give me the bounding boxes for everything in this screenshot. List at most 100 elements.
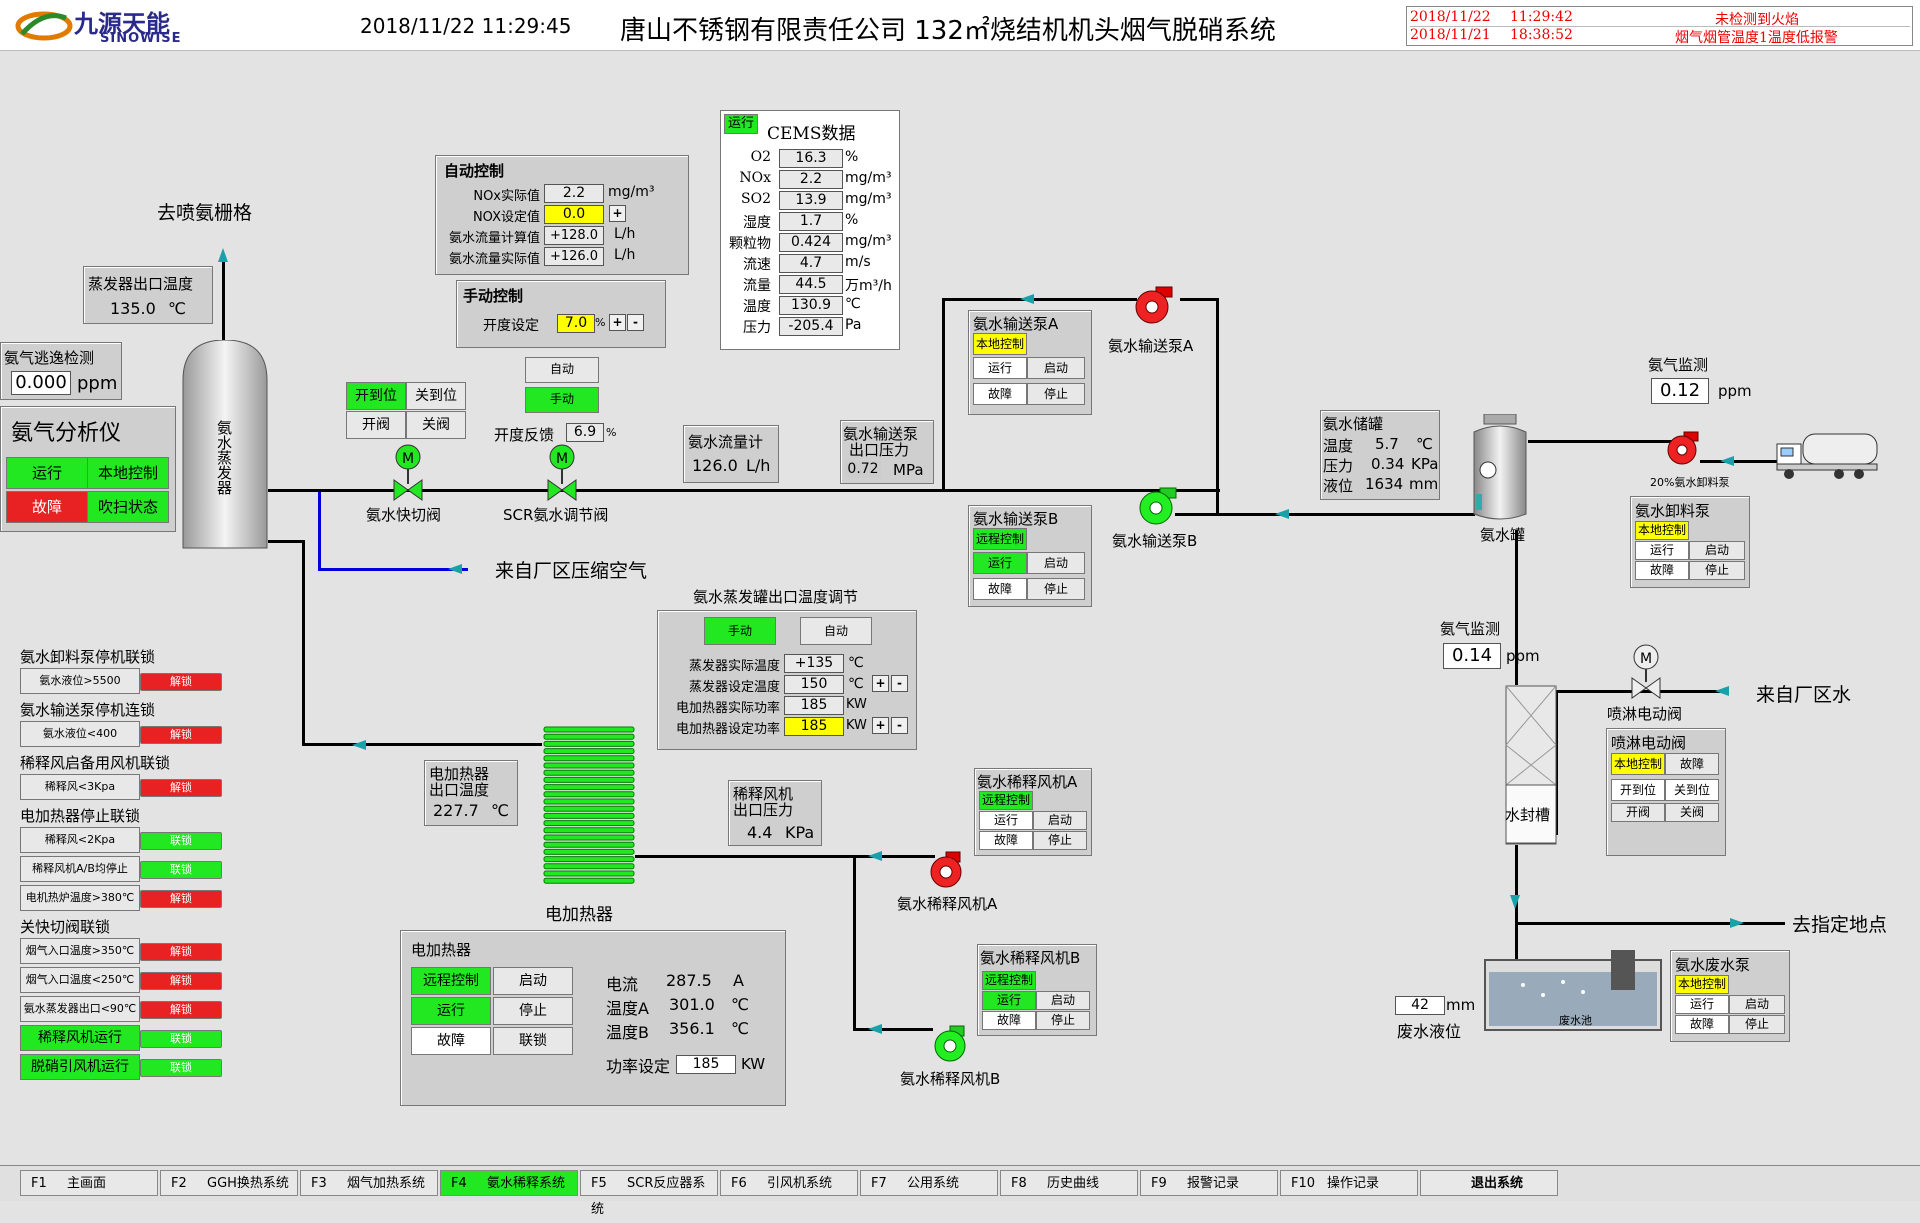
manual-opening-input[interactable]: 7.0 — [557, 314, 595, 333]
header-datetime: 2018/11/22 11:29:45 — [360, 14, 572, 38]
alarm-row[interactable]: 2018/11/22 11:29:42 未检测到火焰 — [1410, 9, 1910, 28]
spray-valve[interactable]: M — [1630, 644, 1662, 702]
interlock-toggle-button[interactable]: 联锁 — [140, 1059, 222, 1077]
exit-system-button[interactable]: 退出系统 — [1420, 1170, 1558, 1196]
fan-b-stop-button[interactable]: 停止 — [1036, 1011, 1090, 1030]
fast-cut-valve[interactable]: M — [392, 444, 424, 504]
fan-b[interactable] — [930, 1024, 972, 1064]
evap-set-plus-button[interactable]: + — [872, 675, 889, 692]
nox-setpoint-plus-button[interactable]: + — [609, 205, 626, 222]
waste-pump-stop-button[interactable]: 停止 — [1729, 1015, 1785, 1034]
seal-tank-label: 水封槽 — [1505, 806, 1551, 824]
fan-a[interactable] — [926, 850, 968, 890]
interlock-toggle-button[interactable]: 解锁 — [140, 972, 222, 990]
nh3-monitor-1-unit: ppm — [1718, 382, 1752, 400]
scr-regulating-valve[interactable]: M — [546, 444, 578, 504]
interlock-group-title: 稀释风启备用风机联锁 — [20, 754, 171, 772]
heater-power-plus-button[interactable]: + — [872, 717, 889, 734]
interlock-toggle-button[interactable]: 解锁 — [140, 779, 222, 797]
water-seal-tank[interactable] — [1505, 685, 1557, 845]
interlock-toggle-button[interactable]: 解锁 — [140, 726, 222, 744]
interlock-toggle-button[interactable]: 联锁 — [140, 832, 222, 850]
evap-set-minus-button[interactable]: - — [891, 675, 908, 692]
fast-valve-open-button[interactable]: 开阀 — [346, 411, 406, 439]
evap-set-temp[interactable]: 150 — [784, 675, 844, 694]
interlock-condition: 稀释风机A/B均停止 — [20, 856, 140, 882]
evap-manual-button[interactable]: 手动 — [704, 617, 776, 645]
heater-coil-segment — [543, 877, 635, 884]
fan-a-start-button[interactable]: 启动 — [1033, 811, 1087, 830]
heater-tempb-label: 温度B — [606, 1023, 649, 1042]
motor-valve-icon: M — [547, 444, 577, 501]
spray-valve-mode[interactable]: 本地控制 — [1611, 753, 1665, 775]
nox-setpoint-input[interactable]: 0.0 — [544, 205, 604, 224]
fan-a-mode[interactable]: 远程控制 — [979, 791, 1033, 810]
heater-outlet-value: 227.7 — [433, 801, 479, 820]
heater-stop-button[interactable]: 停止 — [493, 997, 573, 1025]
spray-valve-close-button[interactable]: 关阀 — [1665, 803, 1719, 822]
interlock-toggle-button[interactable]: 解锁 — [140, 943, 222, 961]
manual-mode-button[interactable]: 手动 — [525, 387, 599, 413]
pump-a-stop-button[interactable]: 停止 — [1027, 383, 1085, 405]
heater-coil-segment — [543, 848, 635, 855]
interlock-group-title: 关快切阀联锁 — [20, 918, 111, 936]
alarm-list[interactable]: 2018/11/22 11:29:42 未检测到火焰 2018/11/21 18… — [1406, 6, 1913, 46]
heater-set-power-input[interactable]: 185 — [784, 717, 844, 736]
heater-tempb-value: 356.1 — [669, 1019, 715, 1038]
interlock-toggle-button[interactable]: 解锁 — [140, 890, 222, 908]
electric-heater[interactable] — [542, 725, 636, 888]
interlock-toggle-button[interactable]: 联锁 — [140, 1030, 222, 1048]
alarm-row[interactable]: 2018/11/21 18:38:52 烟气烟管温度1温度低报警 — [1410, 27, 1910, 46]
evap-auto-button[interactable]: 自动 — [800, 617, 872, 645]
waste-pump-start-button[interactable]: 启动 — [1729, 995, 1785, 1014]
flow-calc-value: +128.0 — [544, 226, 604, 245]
manual-plus-button[interactable]: + — [609, 314, 626, 331]
heater-start-button[interactable]: 启动 — [493, 967, 573, 995]
evaporator-vessel[interactable]: 氨水蒸发器 — [181, 339, 269, 550]
cems-row-label: O2 — [750, 149, 771, 165]
unload-pump-mode[interactable]: 本地控制 — [1635, 521, 1689, 540]
heater-remote-mode[interactable]: 远程控制 — [411, 967, 491, 995]
nh3-analyzer-panel: 氨气分析仪 运行 本地控制 故障 吹扫状态 — [0, 406, 176, 532]
interlock-toggle-button[interactable]: 解锁 — [140, 1001, 222, 1019]
fan-a-stop-button[interactable]: 停止 — [1033, 831, 1087, 850]
heater-interlock-button[interactable]: 联锁 — [493, 1027, 573, 1055]
ammonia-tank[interactable] — [1470, 413, 1530, 522]
pump-b-stop-button[interactable]: 停止 — [1027, 578, 1085, 600]
heater-power-minus-button[interactable]: - — [891, 717, 908, 734]
unload-pump-stop-button[interactable]: 停止 — [1689, 561, 1745, 580]
heater-coil-segment — [543, 762, 635, 769]
pump-a-start-button[interactable]: 启动 — [1027, 357, 1085, 379]
pump-a[interactable] — [1132, 285, 1178, 325]
fan-b-mode[interactable]: 远程控制 — [982, 971, 1036, 990]
unload-pump[interactable] — [1664, 430, 1704, 466]
interlock-toggle-button[interactable]: 联锁 — [140, 861, 222, 879]
pump-b-start-button[interactable]: 启动 — [1027, 552, 1085, 574]
manual-minus-button[interactable]: - — [627, 314, 644, 331]
pump-b-mode[interactable]: 远程控制 — [973, 528, 1027, 550]
auto-mode-button[interactable]: 自动 — [525, 357, 599, 383]
unload-pump-start-button[interactable]: 启动 — [1689, 541, 1745, 560]
pump-b[interactable] — [1136, 486, 1182, 526]
pump-a-mode[interactable]: 本地控制 — [973, 333, 1027, 355]
interlock-toggle-button[interactable]: 解锁 — [140, 673, 222, 691]
spray-valve-open-button[interactable]: 开阀 — [1611, 803, 1665, 822]
storage-row-label: 液位 — [1323, 477, 1354, 495]
cems-row-unit: % — [845, 149, 859, 165]
waste-pump-mode[interactable]: 本地控制 — [1675, 975, 1729, 994]
opening-feedback-value: 6.9 — [566, 423, 604, 442]
heater-power-input[interactable]: 185 — [676, 1055, 736, 1074]
fast-valve-close-button[interactable]: 关阀 — [406, 411, 466, 439]
fan-b-start-button[interactable]: 启动 — [1036, 991, 1090, 1010]
heater-coil-segment — [543, 834, 635, 841]
